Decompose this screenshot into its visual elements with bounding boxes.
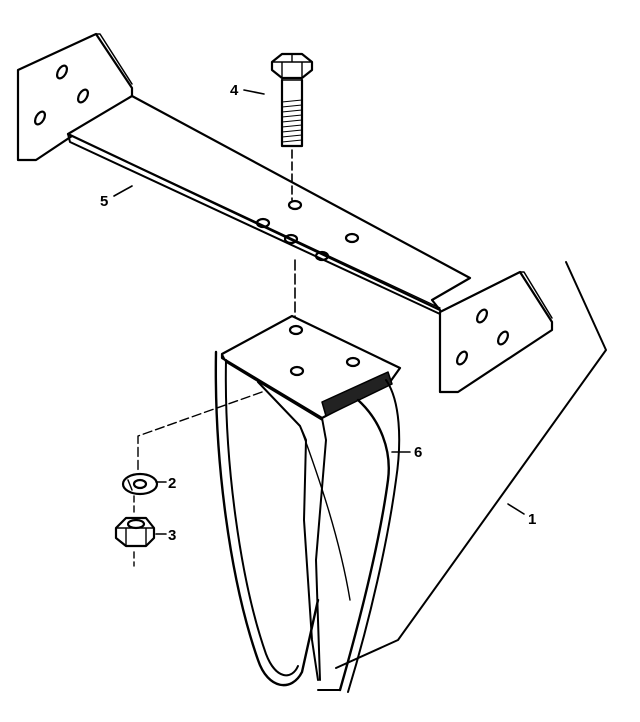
mounting-bracket [16, 32, 554, 394]
assembly-bracket-line [335, 261, 607, 669]
callout-1: 1 [528, 511, 536, 528]
leader-lines [113, 89, 525, 535]
bracket-bar [66, 94, 472, 315]
callout-6: 6 [414, 444, 422, 461]
callout-4: 4 [230, 82, 239, 99]
hex-nut [114, 516, 156, 548]
callout-2: 2 [168, 475, 176, 492]
hex-bolt [270, 52, 314, 323]
lock-washer [121, 472, 159, 496]
callout-3: 3 [168, 527, 176, 544]
shank-weldment [214, 314, 402, 693]
right-end-plate [438, 270, 554, 394]
callout-5: 5 [100, 193, 108, 210]
